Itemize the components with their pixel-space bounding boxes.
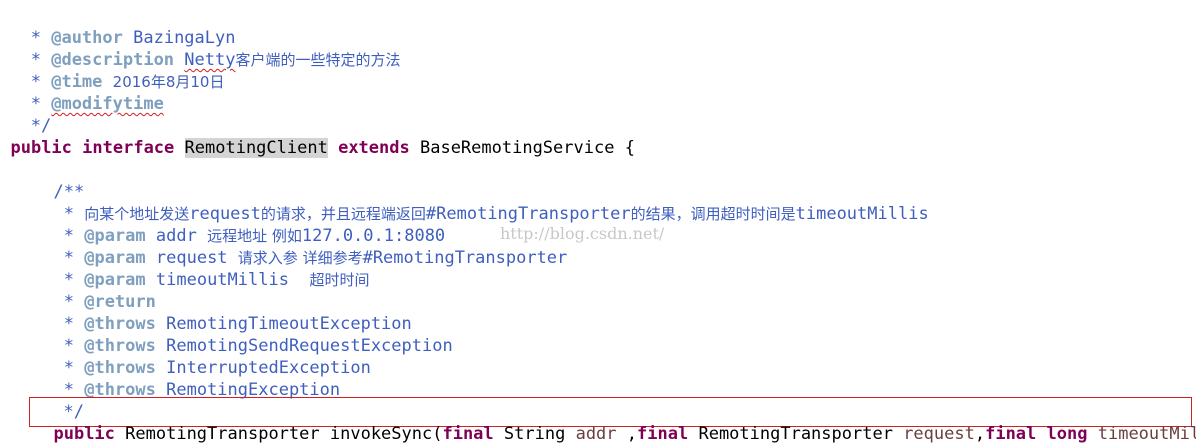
author-tag: @author <box>51 28 123 48</box>
param-timeout-name: timeoutMillis <box>155 270 289 290</box>
summary-part-3: 的请求，并且远程端返回 <box>260 205 426 223</box>
long-keyword: long <box>1046 424 1088 444</box>
comment-star: * <box>53 204 74 224</box>
highlight-box <box>29 397 1192 427</box>
description-word: Netty <box>184 50 236 70</box>
comment-star: * <box>20 94 41 114</box>
param-tag: @param <box>84 226 146 246</box>
throws-tag: @throws <box>84 358 156 378</box>
param-request-desc: 请求入参 详细参考 <box>237 249 363 267</box>
return-tag: @return <box>84 292 156 312</box>
line-comment-end: */ <box>0 93 51 136</box>
throws-exception: RemotingException <box>166 380 341 400</box>
author-value: BazingaLyn <box>133 28 236 48</box>
modifytime-tag: @modifytime <box>51 94 164 114</box>
param-type: RemotingTransporter <box>698 424 893 444</box>
comment-star: * <box>53 226 74 246</box>
javadoc-throws-2: * @throws RemotingSendRequestException <box>33 313 453 356</box>
line-description: * @description Netty客户端的一些特定的方法 <box>0 27 401 70</box>
comment-star: * <box>53 314 74 334</box>
string-type: String <box>503 424 566 444</box>
comment-star: * <box>20 72 41 92</box>
throws-tag: @throws <box>84 336 156 356</box>
javadoc-param-request: * @param request 请求入参 详细参考#RemotingTrans… <box>33 225 568 268</box>
summary-part-2: request <box>189 204 261 224</box>
throws-exception: InterruptedException <box>166 358 371 378</box>
javadoc-close: */ <box>43 379 83 422</box>
final-keyword: final <box>442 424 494 444</box>
interface-declaration: public interface RemotingClient extends … <box>0 115 635 158</box>
javadoc-return: * @return <box>33 269 156 312</box>
final-keyword: final <box>637 424 689 444</box>
comment-star: * <box>53 248 74 268</box>
interface-keyword: interface <box>82 138 175 158</box>
javadoc-throws-4: * @throws RemotingException <box>33 357 340 400</box>
comment-star: * <box>53 336 74 356</box>
summary-part-6: timeoutMillis <box>795 204 929 224</box>
comment-star: * <box>20 50 41 70</box>
description-tag: @description <box>51 50 175 70</box>
comma: , <box>974 424 986 444</box>
line-author: * @author BazingaLyn <box>0 5 236 48</box>
open-brace: { <box>624 138 635 158</box>
description-cn: 客户端的一些特定的方法 <box>235 51 401 69</box>
final-keyword: final <box>985 424 1037 444</box>
comma: , <box>626 424 638 444</box>
param-request-name: request <box>155 248 228 268</box>
comment-star: * <box>53 380 74 400</box>
comment-star: * <box>53 358 74 378</box>
public-keyword: public <box>53 424 115 444</box>
watermark: http://blog.csdn.net/ <box>500 224 665 243</box>
param-tag: @param <box>84 270 146 290</box>
method-signature[interactable]: public RemotingTransporter invokeSync(fi… <box>33 401 1196 444</box>
line-time: * @time 2016年8月10日 <box>0 49 225 92</box>
method-name: invokeSync( <box>329 424 443 444</box>
param-addr-example: 127.0.0.1:8080 <box>301 226 446 246</box>
javadoc-open-text: /** <box>53 182 85 202</box>
param-timeout: timeoutMillis <box>1097 424 1196 444</box>
throws-tag: @throws <box>84 314 156 334</box>
param-addr-name: addr <box>155 226 197 246</box>
interface-name[interactable]: RemotingClient <box>184 138 328 158</box>
param-timeout-desc: 超时时间 <box>309 271 370 289</box>
javadoc-param-addr: * @param addr 远程地址 例如127.0.0.1:8080 <box>33 203 445 246</box>
throws-exception: RemotingTimeoutException <box>166 314 412 334</box>
javadoc-param-timeout: * @param timeoutMillis 超时时间 <box>33 247 370 290</box>
summary-part-4: #RemotingTransporter <box>425 204 631 224</box>
javadoc-throws-1: * @throws RemotingTimeoutException <box>33 291 412 334</box>
param-request: request <box>903 424 975 444</box>
summary-part-1: 向某个地址发送 <box>84 205 190 223</box>
throws-tag: @throws <box>84 380 156 400</box>
summary-part-5: 的结果，调用超时时间是 <box>630 205 796 223</box>
extends-keyword: extends <box>338 138 410 158</box>
comment-end: */ <box>20 116 52 136</box>
throws-exception: RemotingSendRequestException <box>166 336 453 356</box>
time-value: 2016年8月10日 <box>112 73 225 91</box>
line-modifytime: * @modifytime <box>0 71 164 114</box>
base-interface[interactable]: BaseRemotingService <box>419 138 615 158</box>
return-type: RemotingTransporter <box>125 424 320 444</box>
public-keyword: public <box>10 138 72 158</box>
comment-star: * <box>53 292 74 312</box>
comment-star: * <box>20 28 41 48</box>
param-tag: @param <box>84 248 146 268</box>
param-request-ref: #RemotingTransporter <box>362 248 568 268</box>
javadoc-close-text: */ <box>63 402 84 422</box>
javadoc-open: /** <box>33 159 84 202</box>
comment-star: * <box>53 270 74 290</box>
javadoc-summary: * 向某个地址发送request的请求，并且远程端返回#RemotingTran… <box>33 181 929 224</box>
param-addr-desc: 远程地址 例如 <box>207 227 302 245</box>
param-addr: addr <box>575 424 617 444</box>
javadoc-throws-3: * @throws InterruptedException <box>33 335 371 378</box>
time-tag: @time <box>51 72 103 92</box>
